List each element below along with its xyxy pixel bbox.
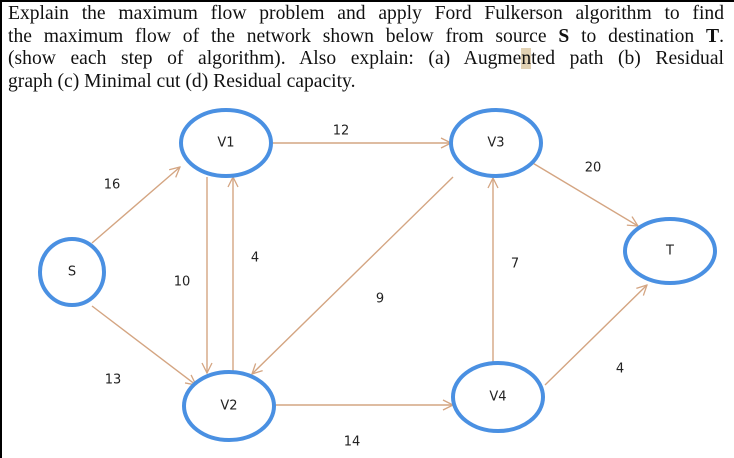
capacity-label-s-v2: 13 bbox=[105, 373, 122, 388]
question-text: Explain the maximum flow problem and app… bbox=[8, 3, 724, 93]
capacity-label-v3-t: 20 bbox=[585, 161, 602, 176]
node-circle-v3 bbox=[449, 108, 543, 178]
capacity-label-v4-v3: 7 bbox=[511, 257, 519, 272]
edge-v4-t bbox=[544, 285, 647, 386]
capacity-label-v3-v2: 9 bbox=[376, 292, 384, 307]
source-symbol: S bbox=[558, 25, 570, 47]
node-label-v1: V1 bbox=[217, 136, 234, 151]
question-line-4: graph (c) Minimal cut (d) Residual capac… bbox=[8, 71, 724, 94]
question-line-3: (show each step of algorithm). Also expl… bbox=[8, 48, 724, 71]
question-line-3-text-b: ted path (b) Residual bbox=[531, 48, 724, 69]
question-line-2: the maximum flow of the network shown be… bbox=[8, 26, 724, 49]
edge-s-v1 bbox=[91, 167, 180, 244]
capacity-label-v2-v1: 4 bbox=[251, 251, 259, 266]
question-line-2-text: the maximum flow of the network shown be… bbox=[8, 25, 559, 47]
question-line-3-text: (show each step of algorithm). Also expl… bbox=[8, 48, 522, 69]
edge-v3-t bbox=[530, 161, 638, 226]
node-v2: V2 bbox=[182, 370, 276, 442]
capacity-label-s-v1: 16 bbox=[104, 178, 121, 193]
node-label-v3: V3 bbox=[487, 136, 504, 151]
sink-symbol: T bbox=[706, 25, 720, 47]
node-label-s: S bbox=[68, 265, 76, 280]
capacity-label-v2-v4: 14 bbox=[344, 435, 361, 450]
edges-group bbox=[91, 143, 647, 405]
highlighted-letter: n bbox=[521, 48, 532, 69]
node-circle-t bbox=[623, 217, 717, 285]
node-t: T bbox=[623, 217, 717, 285]
node-label-t: T bbox=[665, 244, 674, 259]
capacity-label-v1-v2: 10 bbox=[174, 275, 191, 290]
node-v3: V3 bbox=[449, 108, 543, 178]
question-line-2-period: . bbox=[719, 25, 724, 47]
question-line-1-text: Explain the maximum flow problem and app… bbox=[8, 3, 724, 24]
edge-labels-group: 16 13 12 10 4 9 14 7 20 4 bbox=[104, 124, 624, 450]
node-v1: V1 bbox=[179, 108, 273, 178]
question-line-1: Explain the maximum flow problem and app… bbox=[8, 3, 724, 26]
capacity-label-v4-t: 4 bbox=[616, 362, 624, 377]
capacity-label-v1-v3: 12 bbox=[333, 124, 350, 139]
question-line-4-text: graph (c) Minimal cut (d) Residual capac… bbox=[8, 70, 356, 92]
edge-s-v2 bbox=[91, 305, 196, 385]
node-label-v4: V4 bbox=[489, 390, 506, 405]
node-label-v2: V2 bbox=[220, 399, 237, 414]
node-v4: V4 bbox=[451, 361, 545, 433]
node-circle-s bbox=[38, 237, 106, 307]
node-s: S bbox=[38, 237, 106, 307]
edge-v3-v2 bbox=[252, 176, 454, 374]
node-circle-v2 bbox=[182, 370, 276, 442]
node-circle-v1 bbox=[179, 108, 273, 178]
node-circle-v4 bbox=[451, 361, 545, 433]
question-line-2-text-b: to destination bbox=[569, 25, 706, 47]
